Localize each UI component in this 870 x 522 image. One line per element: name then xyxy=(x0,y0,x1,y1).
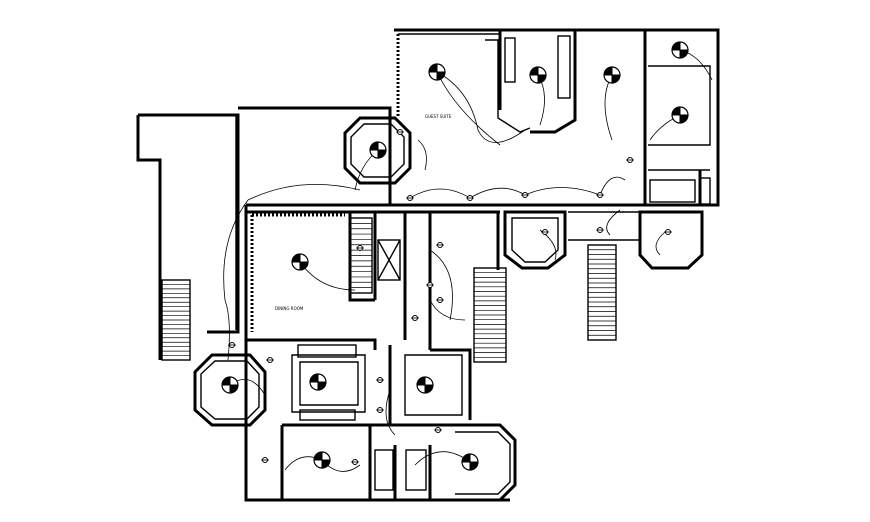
switch-marker-icon xyxy=(521,192,529,198)
ceiling-light-icon xyxy=(416,376,434,394)
switch-marker-icon xyxy=(596,192,604,198)
switch-marker-icon xyxy=(626,157,634,163)
switch-marker-icon xyxy=(434,427,442,433)
switch-marker-icon xyxy=(228,342,236,348)
switch-marker-icon xyxy=(261,457,269,463)
ceiling-light-icon xyxy=(428,63,446,81)
switch-marker-icon xyxy=(436,297,444,303)
ceiling-light-icon xyxy=(603,66,621,84)
ceiling-light-icon xyxy=(291,253,309,271)
ceiling-light-icon xyxy=(671,106,689,124)
ceiling-lights xyxy=(221,41,689,471)
stair-treads xyxy=(162,223,616,358)
ceiling-light-icon xyxy=(461,453,479,471)
switch-marker-icon xyxy=(356,245,364,251)
switch-marker-icon xyxy=(664,229,672,235)
switch-marker-icon xyxy=(411,315,419,321)
switch-marker-icon xyxy=(396,129,404,135)
fixtures xyxy=(297,35,711,491)
walls xyxy=(136,28,720,502)
switch-marker-icon xyxy=(541,229,549,235)
switch-marker-icon xyxy=(466,195,474,201)
switch-marker-icon xyxy=(351,459,359,465)
ceiling-light-icon xyxy=(369,141,387,159)
switch-marker-icon xyxy=(266,357,274,363)
switch-markers xyxy=(228,129,672,465)
bay-rooms xyxy=(193,116,704,502)
switch-marker-icon xyxy=(376,377,384,383)
room-tag-center: DINING ROOM xyxy=(275,306,304,311)
ceiling-light-icon xyxy=(529,66,547,84)
ceiling-light-icon xyxy=(221,376,239,394)
switch-marker-icon xyxy=(436,242,444,248)
room-tag-upper: GUEST SUITE xyxy=(425,114,452,119)
switch-marker-icon xyxy=(426,282,434,288)
ceiling-light-icon xyxy=(313,451,331,469)
stairs xyxy=(161,217,617,363)
ceiling-light-icon xyxy=(671,41,689,59)
switch-marker-icon xyxy=(406,195,414,201)
ceiling-light-icon xyxy=(309,373,327,391)
switch-marker-icon xyxy=(376,407,384,413)
switch-marker-icon xyxy=(596,227,604,233)
